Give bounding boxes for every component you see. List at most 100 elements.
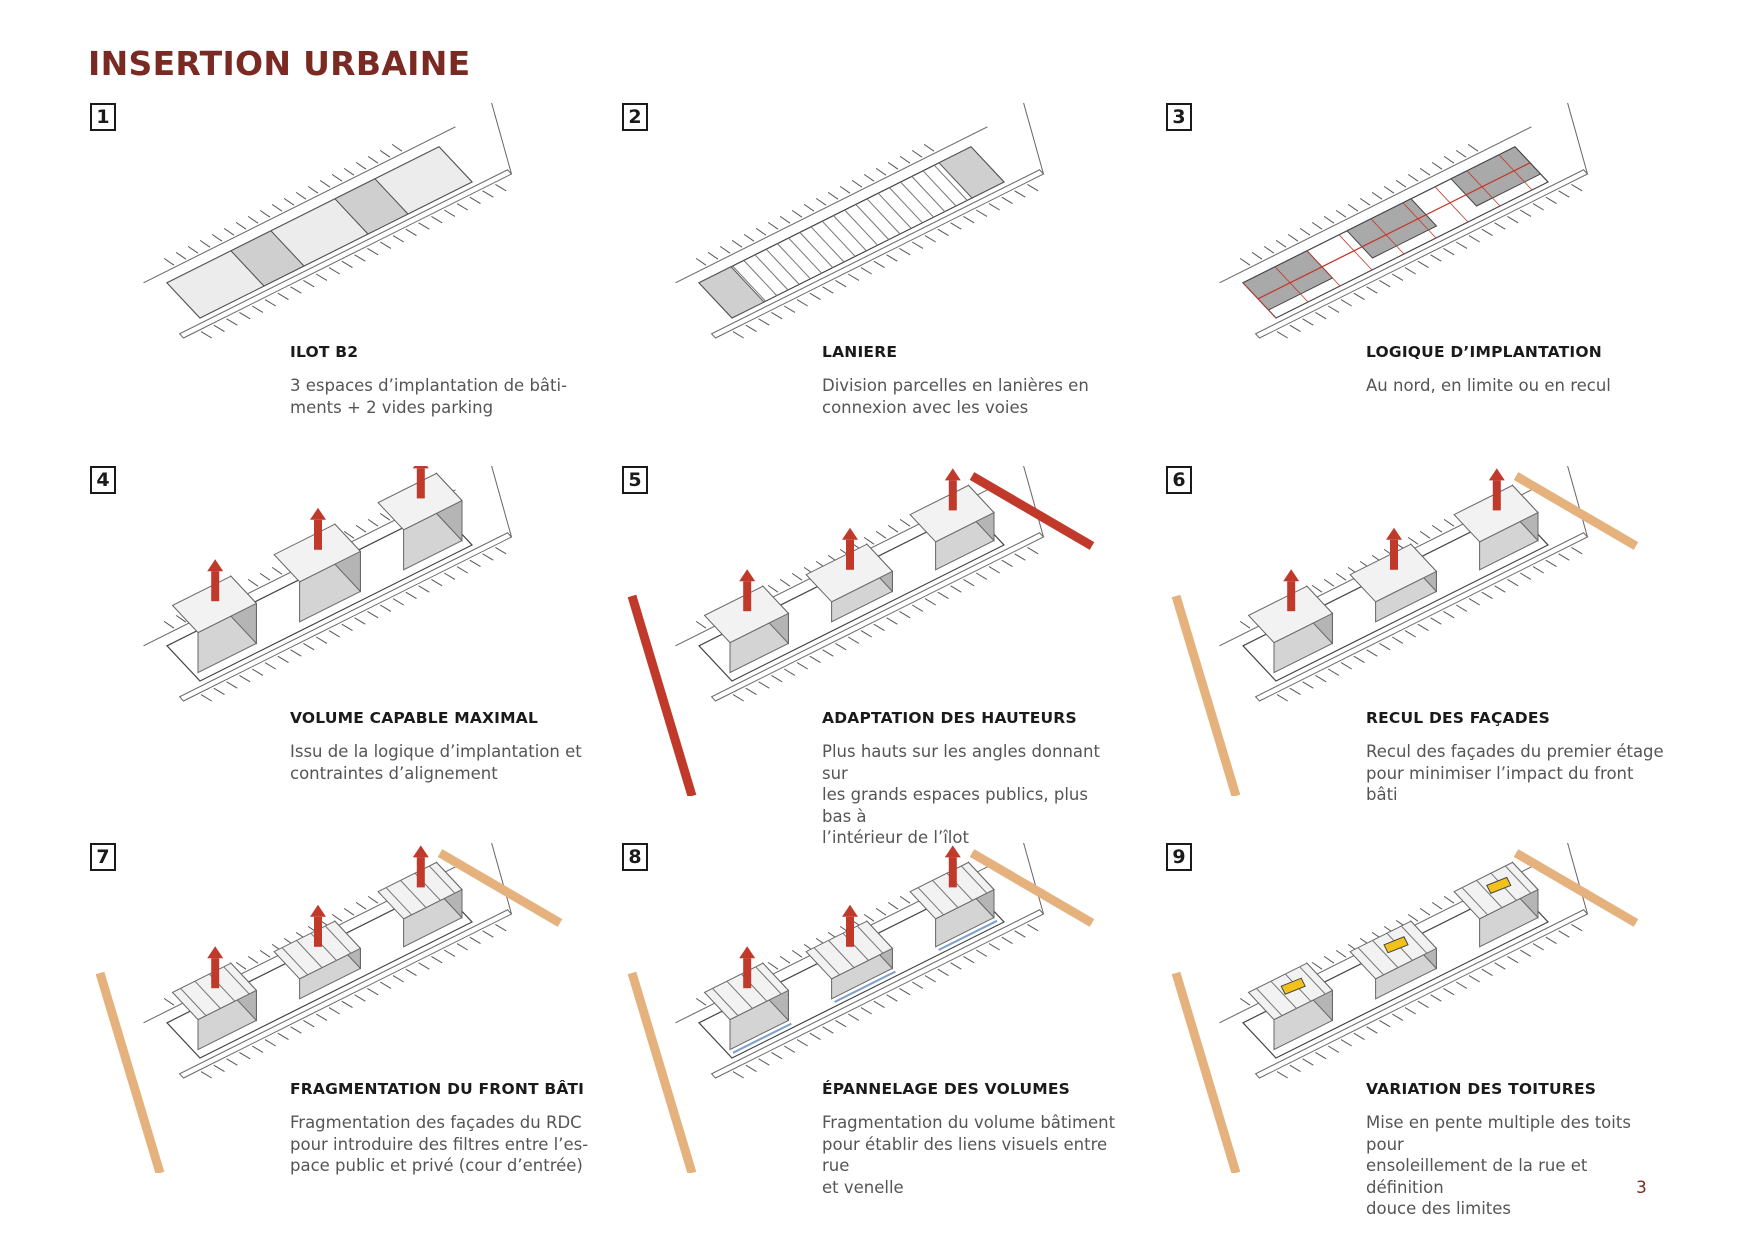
parking-mark [758, 1058, 770, 1066]
parking-mark [264, 1039, 276, 1047]
public-space-band [1171, 594, 1241, 796]
parking-mark [341, 260, 353, 269]
parking-mark [975, 572, 988, 580]
parking-mark [235, 961, 247, 970]
panel-description: Au nord, en limite ou en recul [1366, 375, 1666, 397]
public-space-band [627, 594, 697, 796]
description-line: et venelle [822, 1177, 904, 1197]
roof-division [1372, 940, 1399, 968]
parking-mark [911, 981, 924, 989]
parking-mark [963, 955, 975, 964]
parking-mark [1276, 694, 1288, 702]
parking-mark [1430, 617, 1442, 625]
parking-mark [1340, 1039, 1352, 1047]
parking-mark [779, 215, 791, 224]
height-arrow [842, 904, 858, 947]
roof-division [828, 940, 855, 968]
volume-roof [1349, 543, 1438, 603]
parking-mark [1323, 955, 1335, 964]
parking-mark [379, 981, 392, 989]
parking-mark [839, 185, 851, 194]
parking-mark [1371, 191, 1383, 200]
description-line: Division parcelles en lanières en [822, 376, 1089, 395]
height-arrow [944, 845, 961, 888]
volume-roof [273, 523, 362, 583]
panel-title: ADAPTATION DES HAUTEURS [822, 709, 1077, 727]
back-street-edge [1219, 126, 1532, 284]
parking-mark [1311, 221, 1323, 230]
parking-mark [1443, 247, 1455, 256]
volume-roof [1453, 484, 1539, 543]
volume-roof [1247, 585, 1334, 644]
parking-mark [809, 292, 821, 301]
parking-mark [1366, 1026, 1378, 1034]
side-street [1023, 103, 1044, 175]
parking-mark [315, 273, 328, 281]
building-plot [374, 146, 473, 215]
parking-mark [1323, 215, 1335, 224]
grid-line [1434, 186, 1469, 223]
panel-number: 3 [1166, 103, 1192, 131]
parking-mark [226, 318, 238, 326]
parking-mark [1379, 279, 1391, 288]
parking-mark [803, 203, 815, 212]
parking-mark [1315, 1051, 1327, 1060]
parking-mark [835, 279, 847, 288]
parking-mark [1417, 260, 1429, 269]
parking-mark [835, 642, 847, 651]
parking-mark [1239, 620, 1251, 629]
parking-mark [341, 1000, 353, 1009]
parking-mark [923, 143, 935, 152]
public-space-band [969, 472, 1095, 550]
parking-mark [1327, 668, 1340, 676]
public-space-band [1513, 472, 1639, 550]
parking-mark [1417, 623, 1429, 632]
parking-mark [290, 286, 302, 294]
parking-mark [367, 610, 379, 619]
grid-line [1370, 218, 1405, 255]
parking-mark [1468, 598, 1480, 606]
parking-mark [456, 943, 468, 951]
panel-number: 2 [622, 103, 648, 131]
parking-mark [418, 222, 430, 230]
parking-mark [1468, 975, 1480, 983]
parking-mark [1481, 968, 1493, 977]
parking-mark [469, 936, 481, 945]
parking-mark [899, 987, 911, 996]
street-edge [710, 909, 1045, 1079]
parking-mark [319, 179, 331, 188]
roof-division [428, 865, 456, 894]
parking-mark [405, 591, 417, 600]
parking-mark [963, 215, 975, 224]
parking-mark [443, 949, 456, 957]
strip-line [821, 220, 856, 257]
parking-mark [1430, 254, 1442, 262]
description-line: 3 espaces d’implantation de bâti- [290, 376, 568, 395]
volume-roof [909, 861, 995, 920]
parking-mark [379, 241, 392, 249]
axonometric-diagram [1219, 103, 1589, 339]
parking-mark [758, 318, 770, 326]
strip-line [933, 164, 968, 201]
parking-mark [1519, 949, 1532, 957]
parking-mark [771, 311, 783, 320]
description-line: Issu de la logique d’implantation et [290, 742, 582, 761]
description-line: Mise en pente multiple des toits pour [1366, 1113, 1631, 1154]
volume-roof [171, 575, 258, 634]
parking-mark [1404, 1007, 1416, 1015]
street-edge [1254, 169, 1589, 339]
parking-mark [1299, 227, 1311, 236]
parking-mark [343, 167, 355, 176]
parking-mark [1519, 209, 1532, 217]
parking-mark [367, 895, 379, 904]
strip-line [922, 170, 957, 207]
parking-mark [1353, 292, 1365, 301]
parking-mark [732, 694, 744, 702]
